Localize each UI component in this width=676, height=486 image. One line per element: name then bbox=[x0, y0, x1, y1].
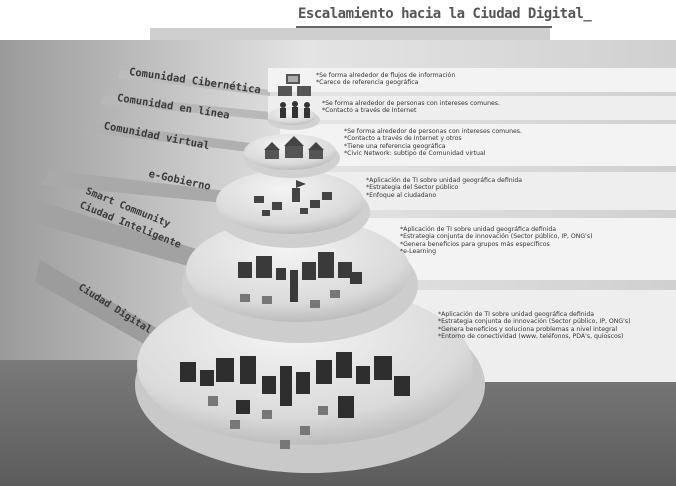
description-comunidad-cibernetica: *Se forma alrededor de flujos de informa… bbox=[316, 72, 455, 87]
description-line: *Estrategia conjunta de innovación (Sect… bbox=[438, 318, 631, 326]
description-line: *Aplicación de TI sobre unidad geográfic… bbox=[366, 177, 523, 184]
title-bar-shadow bbox=[150, 28, 550, 40]
label-ribbons bbox=[30, 70, 270, 350]
description-line: *Genera beneficios para grupos más espec… bbox=[400, 240, 550, 248]
diagram-title: Escalamiento hacia la Ciudad Digital_ bbox=[298, 6, 592, 22]
smart-community-buildings-icon bbox=[238, 252, 362, 308]
description-line: *Tiene una referencia geográfica bbox=[344, 142, 446, 150]
description-line: *Aplicación de TI sobre unidad geográfic… bbox=[400, 226, 557, 233]
description-ciudad-digital: *Aplicación de TI sobre unidad geográfic… bbox=[438, 311, 631, 341]
description-line: *Estrategia conjunta de innovación (Sect… bbox=[400, 233, 593, 241]
people-icon bbox=[280, 101, 310, 118]
government-buildings-icon bbox=[254, 180, 332, 216]
description-line: *e-Learning bbox=[400, 248, 436, 256]
description-line: *Contacto a través de Internet y otros bbox=[344, 135, 462, 143]
description-e-gobierno: *Aplicación de TI sobre unidad geográfic… bbox=[366, 177, 522, 199]
description-line: *Carece de referencia geográfica bbox=[316, 79, 419, 87]
description-line: *Se forma alrededor de personas con inte… bbox=[322, 100, 500, 107]
description-line: *Se forma alrededor de personas con inte… bbox=[344, 128, 522, 135]
description-comunidad-en-linea: *Se forma alrededor de personas con inte… bbox=[322, 100, 500, 115]
monitors-icon bbox=[278, 74, 311, 96]
description-line: *Enfoque al ciudadano bbox=[366, 191, 437, 199]
description-line: *Aplicación de TI sobre unidad geográfic… bbox=[438, 311, 595, 318]
title-underline bbox=[296, 26, 552, 28]
description-line: *Se forma alrededor de flujos de informa… bbox=[316, 72, 456, 79]
description-line: *Contacto a través de Internet bbox=[322, 107, 417, 115]
description-smart-community: *Aplicación de TI sobre unidad geográfic… bbox=[400, 226, 593, 256]
description-line: *Genera beneficios y soluciona problemas… bbox=[438, 325, 618, 333]
description-comunidad-virtual: *Se forma alrededor de personas con inte… bbox=[344, 128, 522, 158]
description-line: *Civic Network: subtipo de Comunidad vir… bbox=[344, 150, 486, 158]
digital-city-buildings-icon bbox=[180, 352, 410, 449]
houses-icon bbox=[264, 136, 324, 159]
description-line: *Estrategia del Sector público bbox=[366, 184, 459, 192]
description-line: *Entorno de conectividad (www, teléfonos… bbox=[438, 333, 624, 341]
